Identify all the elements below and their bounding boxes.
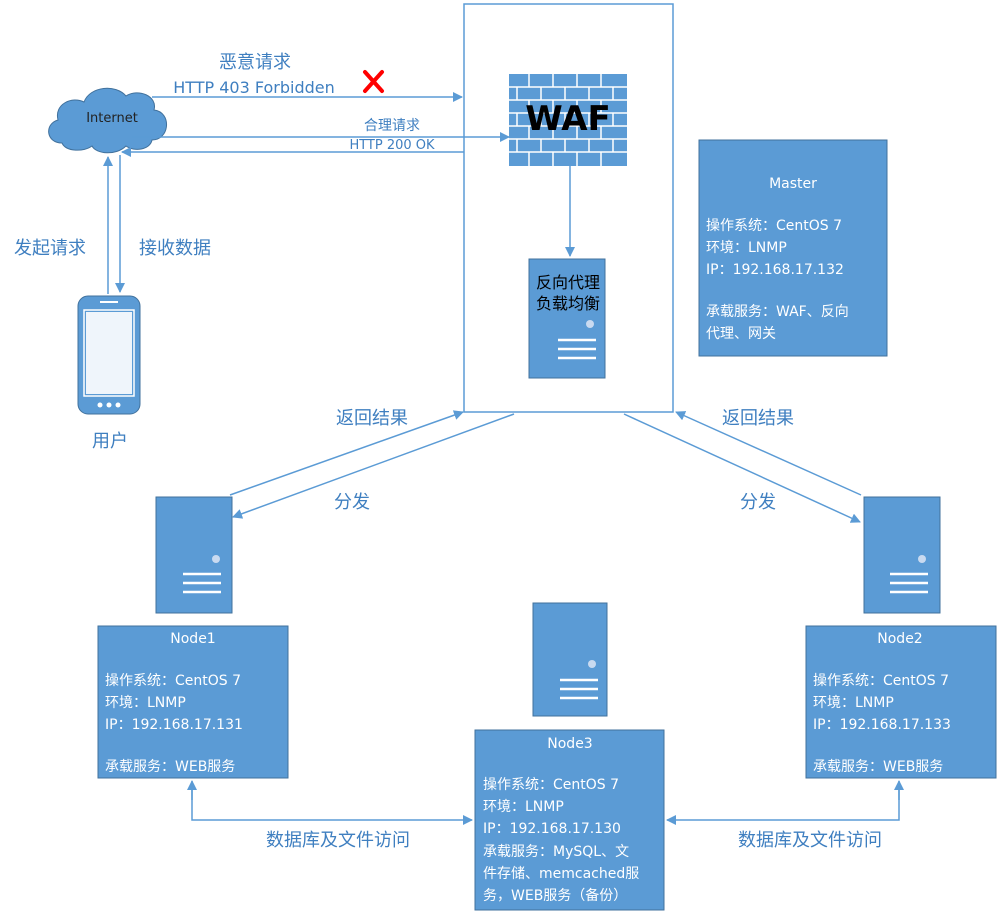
master-env: 环境：LNMP bbox=[706, 240, 787, 256]
phone-icon bbox=[77, 295, 141, 415]
proxy-label-line2: 负载均衡 bbox=[536, 294, 600, 313]
node1-service: 承载服务：WEB服务 bbox=[105, 759, 235, 775]
server-icon bbox=[528, 258, 606, 379]
malicious-request-label: 恶意请求 bbox=[219, 52, 291, 73]
node3-env: 环境：LNMP bbox=[483, 799, 564, 815]
node1-title: Node1 bbox=[170, 631, 215, 647]
node2-title: Node2 bbox=[877, 631, 922, 647]
node1-os: 操作系统：CentOS 7 bbox=[105, 673, 241, 689]
return-right-label: 返回结果 bbox=[722, 408, 794, 429]
internet-label: Internet bbox=[86, 111, 138, 126]
dispatch-right-label: 分发 bbox=[740, 492, 776, 513]
dispatch-left-label: 分发 bbox=[334, 492, 370, 513]
server-icon bbox=[863, 496, 941, 614]
master-title: Master bbox=[769, 176, 817, 192]
db-access-left-connector bbox=[191, 783, 473, 825]
master-ip: IP：192.168.17.132 bbox=[706, 262, 844, 278]
proxy-label-line1: 反向代理 bbox=[536, 273, 600, 292]
legit-status-label: HTTP 200 OK bbox=[349, 138, 435, 153]
node3-service-1: 承载服务：MySQL、文 bbox=[483, 844, 629, 860]
node2-env: 环境：LNMP bbox=[813, 695, 894, 711]
legit-request-label: 合理请求 bbox=[364, 118, 420, 134]
db-access-right-connector bbox=[666, 783, 900, 825]
node3-service-2: 件存储、memcached服 bbox=[483, 866, 639, 882]
node3-title: Node3 bbox=[547, 736, 592, 752]
dispatch-right-arrow bbox=[623, 413, 861, 523]
receive-data-label: 接收数据 bbox=[139, 238, 211, 259]
reject-x-icon bbox=[363, 70, 384, 93]
node1-ip: IP：192.168.17.131 bbox=[105, 717, 243, 733]
node2-ip: IP：192.168.17.133 bbox=[813, 717, 951, 733]
waf-label: WAF bbox=[525, 99, 611, 139]
node3-service-3: 务，WEB服务（备份） bbox=[483, 887, 627, 904]
node1-info-box bbox=[97, 625, 289, 779]
server-icon bbox=[155, 496, 233, 614]
send-request-label: 发起请求 bbox=[14, 238, 86, 259]
node3-info-box bbox=[474, 729, 665, 911]
return-left-arrow bbox=[229, 410, 464, 496]
node1-env: 环境：LNMP bbox=[105, 695, 186, 711]
db-access-right-label: 数据库及文件访问 bbox=[738, 830, 882, 851]
node3-os: 操作系统：CentOS 7 bbox=[483, 777, 619, 793]
master-os: 操作系统：CentOS 7 bbox=[706, 218, 842, 234]
server-icon bbox=[532, 602, 608, 717]
master-service-2: 代理、网关 bbox=[706, 326, 776, 342]
db-access-left-label: 数据库及文件访问 bbox=[266, 830, 410, 851]
dispatch-left-arrow bbox=[232, 413, 515, 519]
node2-os: 操作系统：CentOS 7 bbox=[813, 673, 949, 689]
firewall-icon bbox=[509, 74, 627, 166]
return-right-arrow bbox=[675, 411, 862, 496]
malicious-status-label: HTTP 403 Forbidden bbox=[173, 78, 335, 97]
node3-ip: IP：192.168.17.130 bbox=[483, 821, 621, 837]
node2-service: 承载服务：WEB服务 bbox=[813, 759, 943, 775]
master-info-box bbox=[698, 139, 888, 357]
return-left-label: 返回结果 bbox=[336, 408, 408, 429]
user-label: 用户 bbox=[92, 431, 128, 452]
master-service-1: 承载服务：WAF、反向 bbox=[706, 304, 849, 320]
node2-info-box bbox=[805, 625, 997, 779]
